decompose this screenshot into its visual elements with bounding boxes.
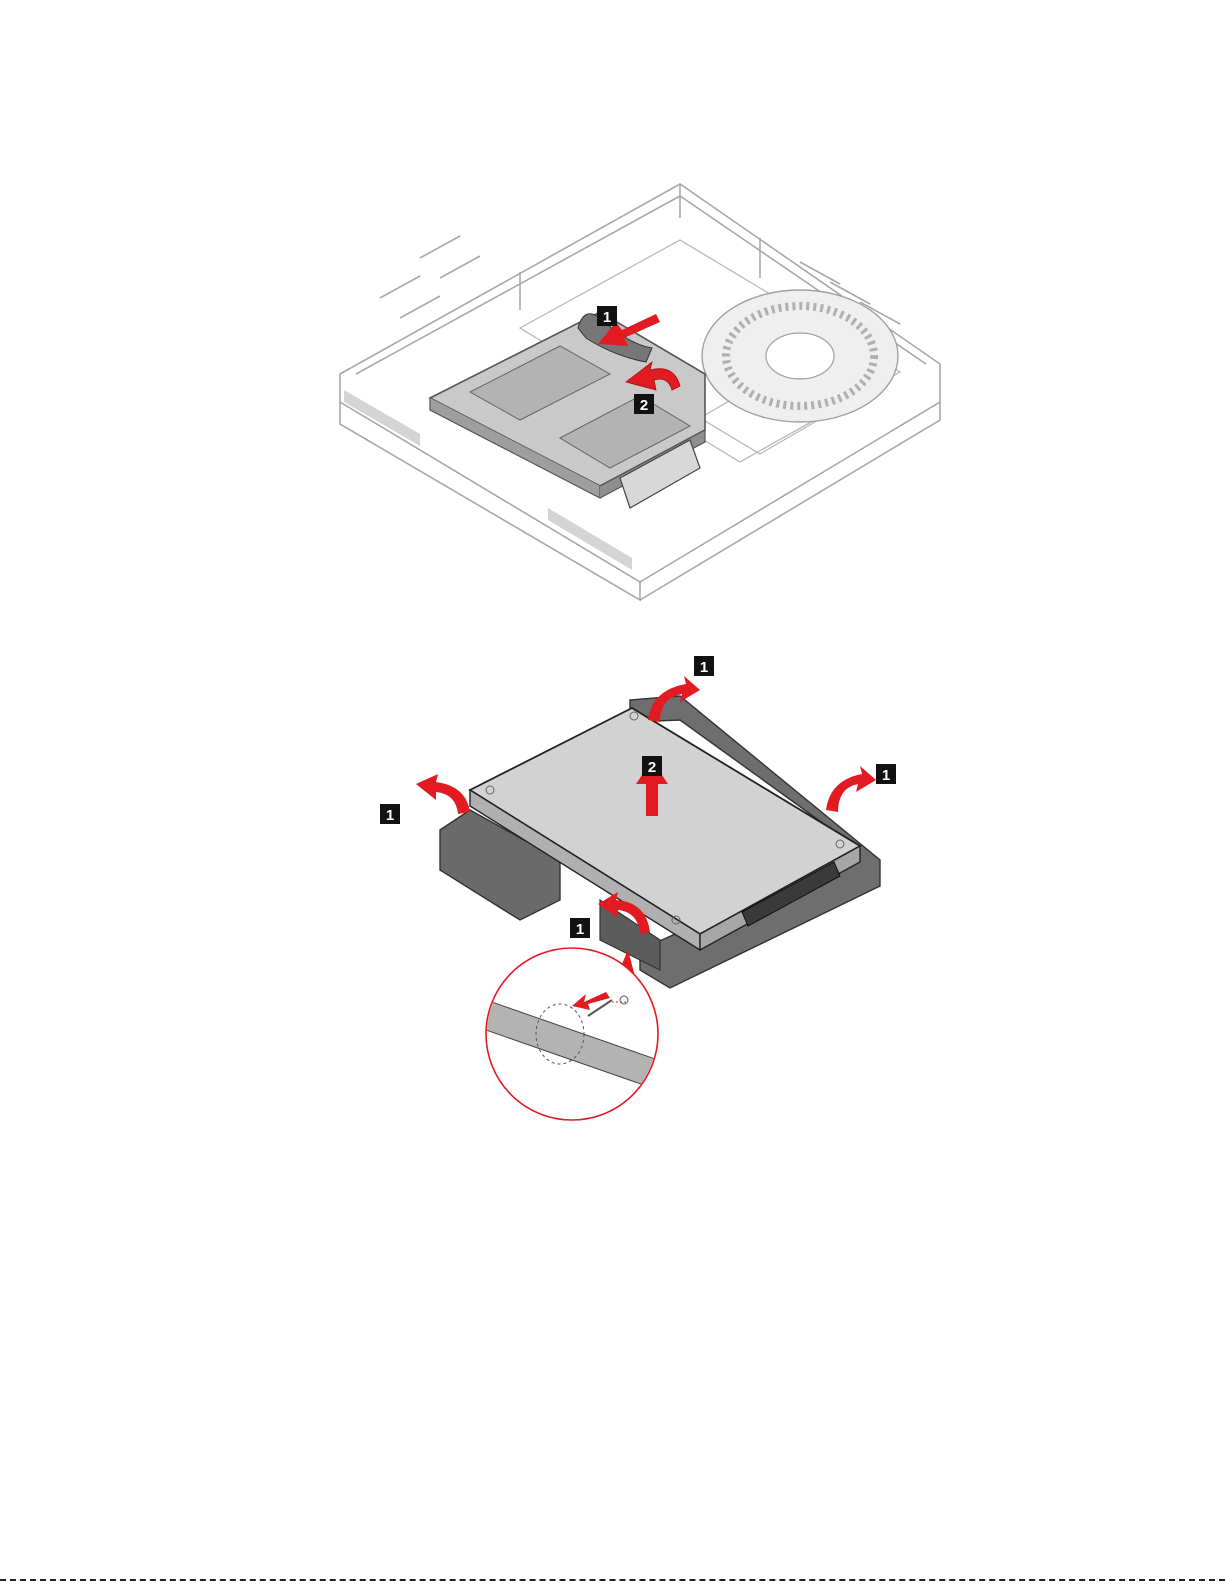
chassis-illustration: 1 2 <box>0 178 1225 610</box>
svg-text:1: 1 <box>576 921 584 938</box>
bend-tab-arrow-right <box>826 766 876 812</box>
callout-1-bottom: 1 <box>570 918 590 938</box>
callout-1: 1 <box>597 306 617 326</box>
page-footer-rule <box>0 1579 1225 1581</box>
svg-text:1: 1 <box>700 659 708 676</box>
drive-bracket <box>430 312 705 508</box>
svg-text:1: 1 <box>603 309 611 326</box>
callout-1-left: 1 <box>380 804 400 824</box>
bend-tab-arrow-left <box>416 774 470 814</box>
svg-text:2: 2 <box>648 759 656 776</box>
svg-text:1: 1 <box>882 767 890 784</box>
callout-2: 2 <box>642 756 662 776</box>
figure-remove-drive-from-bracket: 1 1 1 1 2 <box>0 650 1225 1135</box>
svg-text:2: 2 <box>640 397 648 414</box>
callout-1-top: 1 <box>694 656 714 676</box>
drive-illustration: 1 1 1 1 2 <box>0 650 1225 1135</box>
figure-remove-drive-bracket: 1 2 <box>0 178 1225 610</box>
detail-magnifier <box>486 948 658 1120</box>
callout-1-right: 1 <box>876 764 896 784</box>
svg-text:1: 1 <box>386 807 394 824</box>
callout-2: 2 <box>634 394 654 414</box>
fan <box>702 290 898 422</box>
